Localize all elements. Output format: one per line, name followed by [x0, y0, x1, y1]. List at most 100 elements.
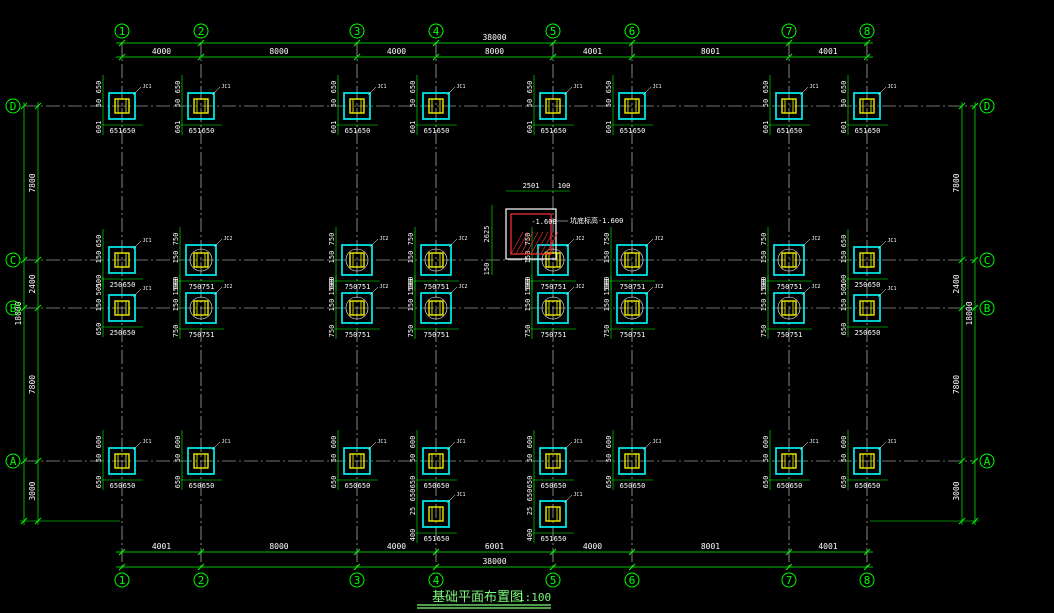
footing-pile-circle [620, 248, 644, 272]
axis-label-2: 2 [198, 574, 205, 587]
axis-label-A: A [10, 455, 17, 468]
footing-pile-circle [424, 296, 448, 320]
footing-dim-text: 150 [328, 299, 336, 312]
footing-leader [877, 86, 887, 96]
footing-dim-text: 751 [437, 331, 450, 339]
footing-dim-text: 650 [95, 323, 103, 336]
footing-dim-text: 1500 [603, 279, 611, 296]
column-core [545, 300, 561, 316]
right-tick [958, 457, 966, 465]
footing-leader [644, 238, 654, 248]
top-total-tick [549, 39, 557, 47]
bottom-dim-text: 4000 [387, 542, 406, 551]
footing-dim-text: 751 [358, 283, 371, 291]
footing-dim-text: 601 [840, 121, 848, 134]
column-core [193, 453, 209, 469]
footing-outline [341, 292, 373, 324]
footing-dim-text: 750 [328, 325, 336, 338]
column-core [545, 252, 561, 268]
axis-label-6: 6 [629, 574, 636, 587]
pit-height-dim: 2625 [483, 226, 491, 243]
footing-leader [563, 86, 573, 96]
footing-label: JC1 [573, 492, 582, 498]
axis-bubble-8-bottom [859, 572, 875, 588]
footing-dim-text: 650 [633, 482, 646, 490]
footing-label: JC1 [887, 439, 896, 445]
footing-leader [877, 240, 887, 250]
footing-dim-text: 750 [620, 331, 633, 339]
axis-bubble-C-left [5, 252, 21, 268]
column-core [428, 300, 444, 316]
footing-outline [185, 244, 217, 276]
footing-label: JC2 [654, 284, 663, 290]
axis-bubble-5-top [545, 23, 561, 39]
axis-bubble-6-bottom [624, 572, 640, 588]
footing-dim-text: 501 [840, 283, 848, 296]
bottom-tick [118, 548, 126, 556]
footing-dim-text: 600 [172, 277, 180, 290]
footing-dim-text: 150 [760, 299, 768, 312]
footing-dim-text: 650 [202, 482, 215, 490]
footing-dim-text: 650 [868, 329, 881, 337]
column-core [624, 453, 640, 469]
footing-dim-text: 650 [840, 323, 848, 336]
footing-dim-text: 650 [358, 482, 371, 490]
right-total-text: 18000 [965, 301, 974, 325]
footing-dim-text: 50 [95, 454, 103, 462]
footing-dim-text: 750 [777, 331, 790, 339]
left-tick [34, 102, 42, 110]
footing-pile-circle [424, 248, 448, 272]
column-core [193, 300, 209, 316]
footing-outline [539, 92, 567, 120]
top-total-tick [118, 39, 126, 47]
axis-label-2: 2 [198, 25, 205, 38]
footing-leader [132, 86, 142, 96]
footing-dim-text: 250 [855, 281, 868, 289]
pit-width-dim: 2501 [523, 182, 540, 190]
axis-bubble-A-left [5, 453, 21, 469]
footing-outline [422, 447, 450, 475]
footing-dim-text: 600 [409, 436, 417, 449]
top-tick [353, 53, 361, 61]
footing-dim-text: 150 [524, 251, 532, 264]
footing-leader [799, 441, 809, 451]
footing-dim-text: 400 [409, 529, 417, 542]
footing-label: JC2 [811, 284, 820, 290]
footing-leader [369, 238, 379, 248]
pit-hatch [520, 231, 534, 255]
footing-dim-text: 650 [554, 127, 567, 135]
footing-outline [343, 447, 371, 475]
footing-dim-text: 650 [437, 535, 450, 543]
footing-dim-text: 600 [840, 436, 848, 449]
footing-leader [446, 86, 456, 96]
footing-dim-text: 651 [189, 127, 202, 135]
left-total-tick [20, 256, 28, 264]
footing-dim-text: 750 [345, 331, 358, 339]
footing-dim-text: 150 [407, 251, 415, 264]
footing-dim-text: 50 [762, 99, 770, 107]
column-core [859, 252, 875, 268]
footing-leader [877, 288, 887, 298]
footing-label: JC1 [573, 439, 582, 445]
footing-label: JC1 [809, 439, 818, 445]
left-total-tick [20, 304, 28, 312]
axis-bubble-D-right [979, 98, 995, 114]
top-total-tick [863, 39, 871, 47]
footing-dim-text: 600 [328, 277, 336, 290]
footing-dim-text: 651 [541, 127, 554, 135]
footing-dim-text: 600 [330, 436, 338, 449]
right-dim-text: 7800 [952, 375, 961, 394]
pit-hatch [515, 231, 529, 255]
footing-dim-text: 250 [855, 329, 868, 337]
footing-dim-text: 750 [189, 331, 202, 339]
right-dim-text: 2400 [952, 274, 961, 293]
footing-pile-circle [541, 296, 565, 320]
top-tick [118, 53, 126, 61]
